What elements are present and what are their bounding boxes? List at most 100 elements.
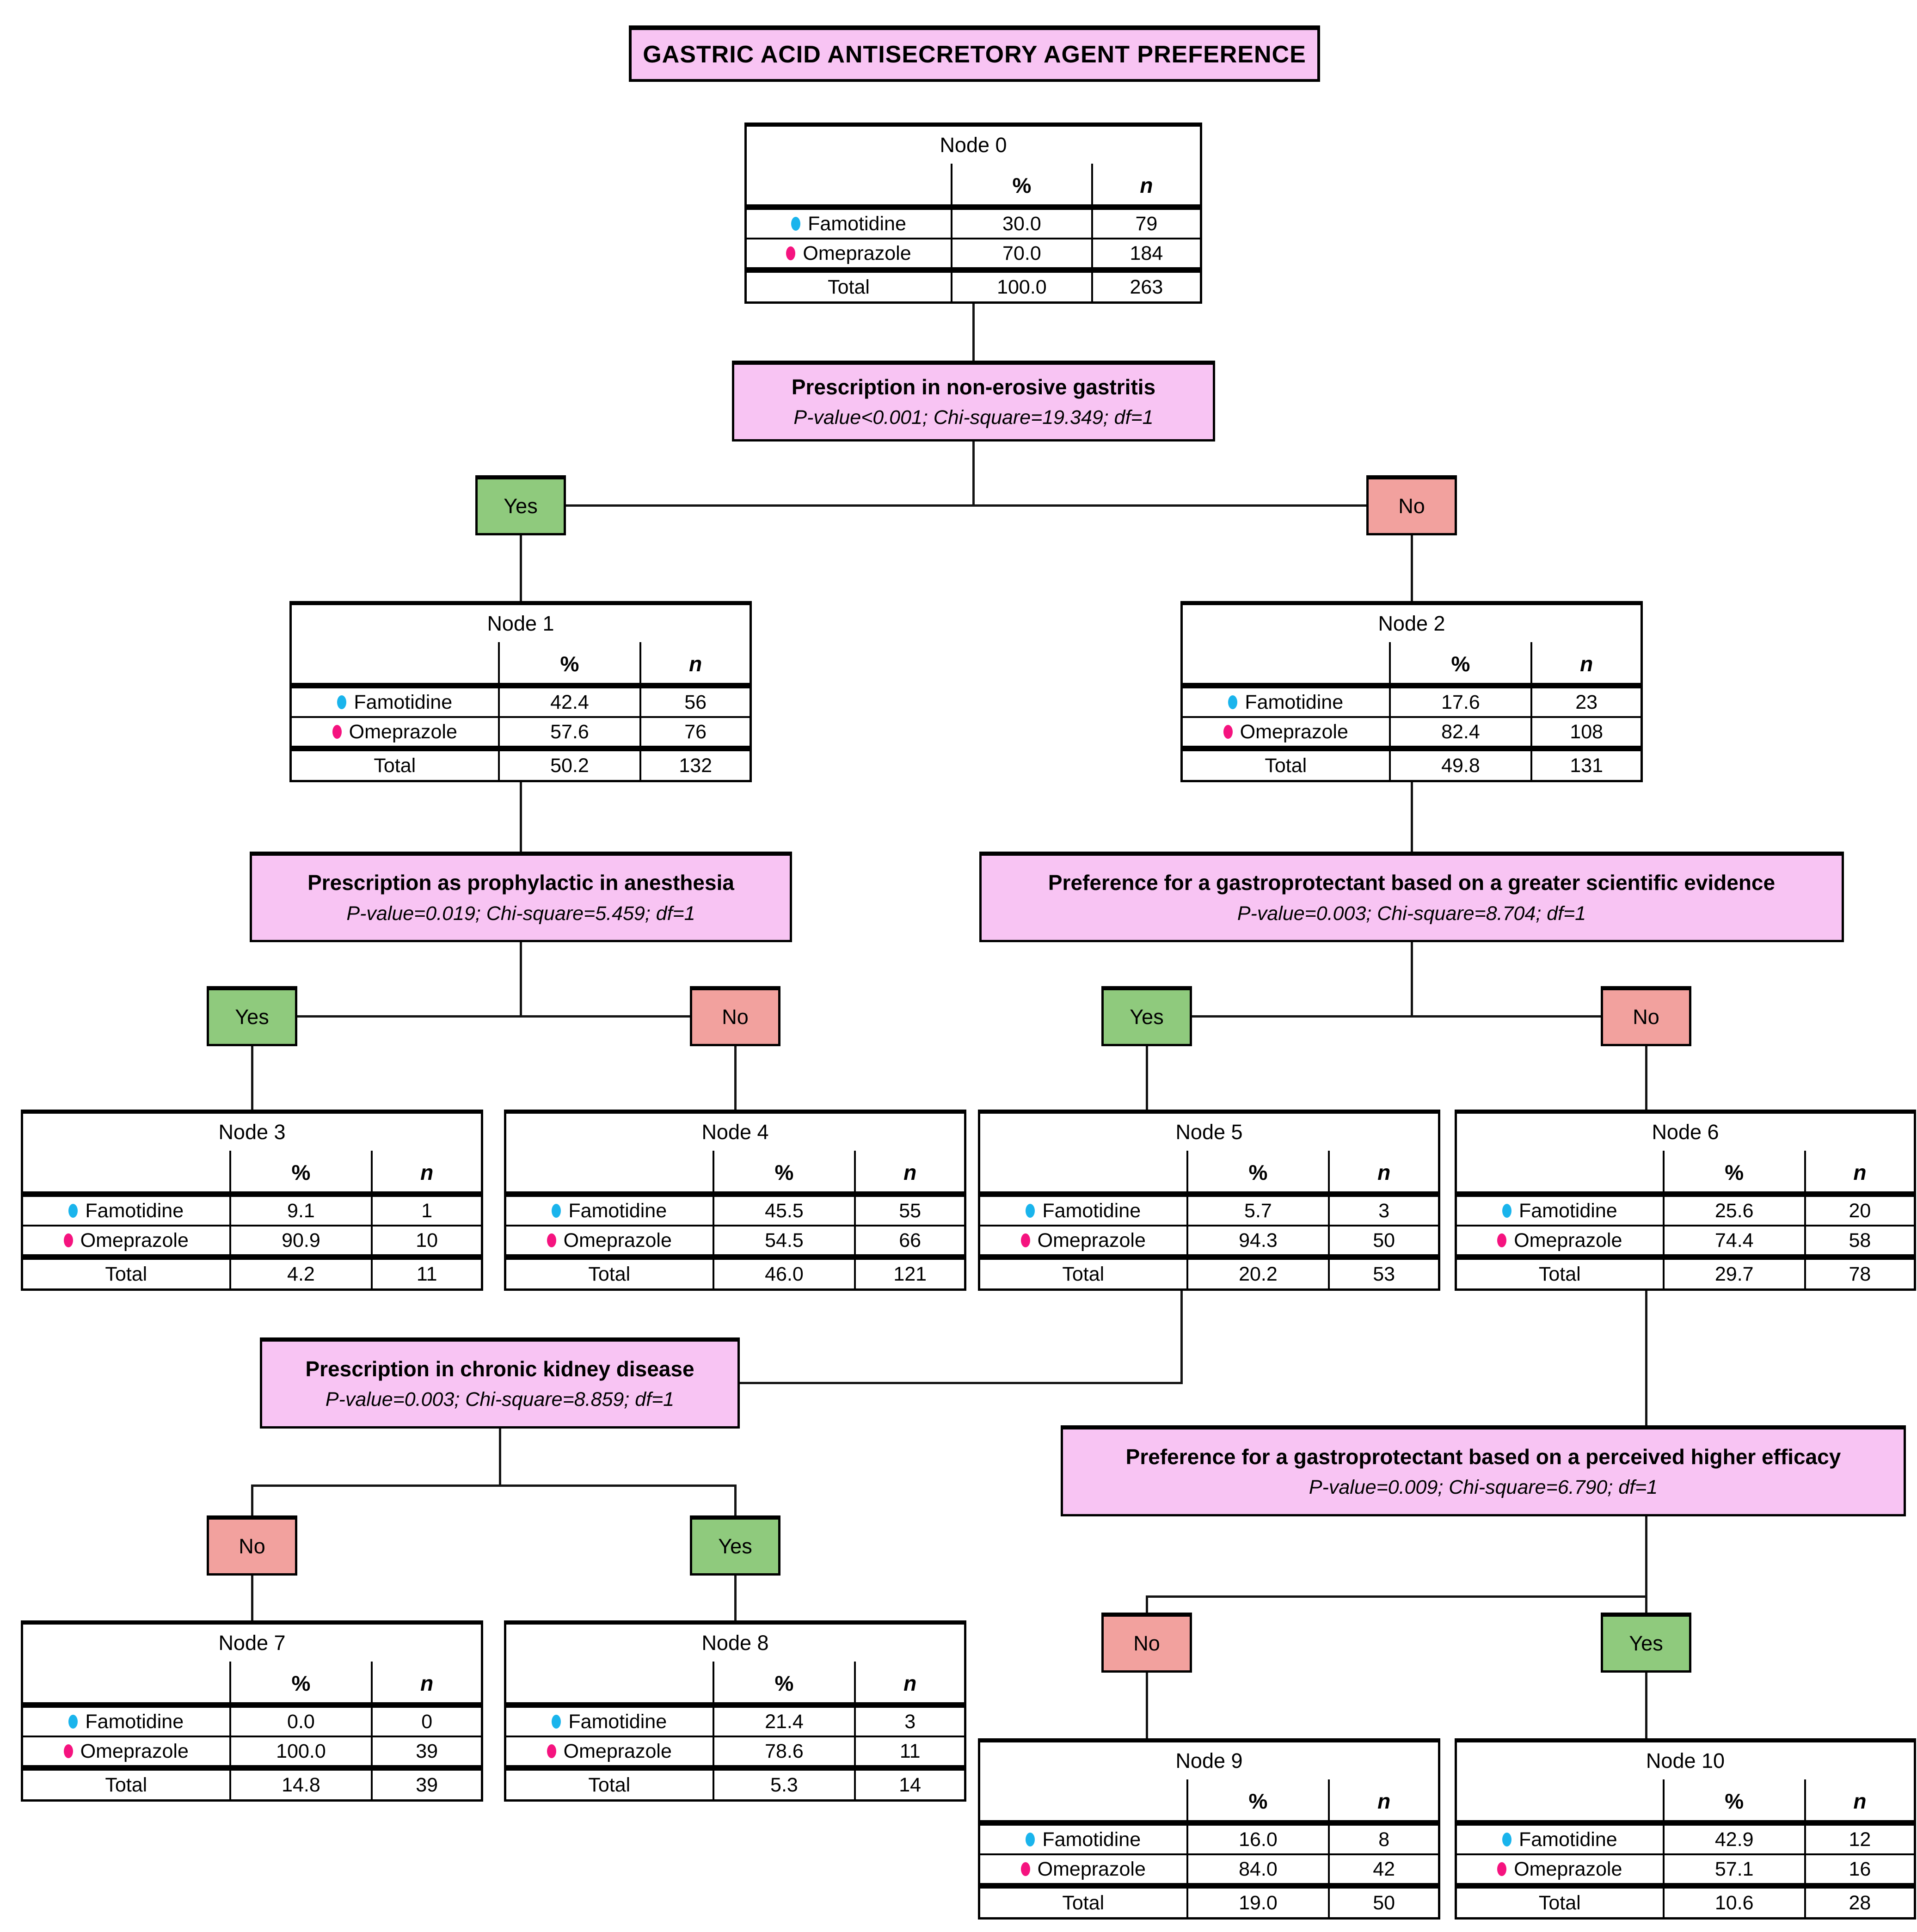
node-header-row: % n [980, 1779, 1438, 1826]
omeprazole-n: 42 [1328, 1855, 1438, 1883]
famotidine-pct: 5.7 [1186, 1197, 1328, 1225]
famotidine-dot-icon [1502, 1833, 1511, 1846]
connector-line [739, 1382, 1183, 1384]
omeprazole-pct: 54.5 [712, 1227, 854, 1254]
omeprazole-row: Omeprazole 57.6 76 [292, 716, 750, 746]
connector-line [1411, 534, 1413, 603]
total-label: Total [374, 754, 416, 777]
header-n: n [1328, 1151, 1438, 1191]
node-title: Node 1 [487, 612, 554, 635]
omeprazole-row: Omeprazole 82.4 108 [1183, 716, 1641, 746]
omeprazole-row: Omeprazole 70.0 184 [747, 238, 1200, 267]
omeprazole-row: Omeprazole 90.9 10 [23, 1225, 481, 1254]
omeprazole-pct: 74.4 [1662, 1227, 1804, 1254]
omeprazole-label-cell: Omeprazole [1457, 1855, 1663, 1883]
node-title: Node 4 [701, 1120, 769, 1144]
famotidine-label-cell: Famotidine [506, 1197, 713, 1225]
total-n: 14 [854, 1771, 964, 1799]
omeprazole-n: 76 [639, 718, 750, 746]
split-question: Preference for a gastroprotectant based … [1048, 871, 1776, 895]
omeprazole-label-cell: Omeprazole [1183, 718, 1389, 746]
branch-yes-anesthesia: Yes [207, 986, 297, 1046]
node-4-table: Node 4 % n Famotidine 45.5 55 Omeprazole… [504, 1110, 966, 1291]
omeprazole-label: Omeprazole [1514, 1858, 1622, 1880]
omeprazole-n: 58 [1804, 1227, 1914, 1254]
node-title: Node 9 [1175, 1749, 1243, 1773]
branch-no-anesthesia: No [690, 986, 780, 1046]
connector-line [1645, 1289, 1647, 1428]
connector-line [972, 439, 975, 506]
famotidine-label: Famotidine [1042, 1828, 1141, 1851]
famotidine-label-cell: Famotidine [1457, 1826, 1663, 1853]
total-row: Total 19.0 50 [980, 1883, 1438, 1917]
header-n: n [1328, 1779, 1438, 1820]
famotidine-n: 12 [1804, 1826, 1914, 1853]
famotidine-label: Famotidine [1518, 1199, 1617, 1222]
famotidine-n: 3 [1328, 1197, 1438, 1225]
omeprazole-dot-icon [1497, 1233, 1507, 1247]
famotidine-row: Famotidine 21.4 3 [506, 1708, 964, 1736]
famotidine-row: Famotidine 9.1 1 [23, 1197, 481, 1225]
omeprazole-pct: 57.1 [1662, 1855, 1804, 1883]
omeprazole-dot-icon [1020, 1862, 1030, 1876]
node-10-table: Node 10 % n Famotidine 42.9 12 Omeprazol… [1455, 1738, 1916, 1920]
header-n: n [854, 1151, 964, 1191]
famotidine-pct: 9.1 [229, 1197, 371, 1225]
famotidine-label: Famotidine [1245, 691, 1344, 713]
omeprazole-label-cell: Omeprazole [1457, 1227, 1663, 1254]
header-percent: % [712, 1662, 854, 1702]
omeprazole-label-cell: Omeprazole [23, 1227, 229, 1254]
header-empty-cell [23, 1662, 229, 1702]
node-header-row: % n [506, 1662, 964, 1708]
omeprazole-n: 184 [1091, 239, 1200, 267]
connector-line [1411, 780, 1413, 853]
omeprazole-pct: 100.0 [229, 1737, 371, 1765]
famotidine-row: Famotidine 30.0 79 [747, 210, 1200, 238]
total-pct: 100.0 [951, 273, 1091, 301]
header-percent: % [1186, 1779, 1328, 1820]
connector-line [1146, 1045, 1148, 1112]
node-title: Node 7 [218, 1631, 286, 1655]
total-label: Total [105, 1263, 147, 1285]
omeprazole-label-cell: Omeprazole [980, 1855, 1186, 1883]
famotidine-dot-icon [337, 695, 347, 709]
node-header-row: % n [1457, 1151, 1914, 1197]
header-percent: % [229, 1151, 371, 1191]
node-7-table: Node 7 % n Famotidine 0.0 0 Omeprazole 1… [21, 1620, 483, 1802]
connector-line [1191, 1015, 1602, 1018]
total-pct: 50.2 [498, 751, 640, 780]
split-stats: P-value=0.019; Chi-square=5.459; df=1 [346, 902, 695, 925]
omeprazole-pct: 90.9 [229, 1227, 371, 1254]
omeprazole-label: Omeprazole [80, 1740, 189, 1762]
total-pct: 29.7 [1662, 1260, 1804, 1288]
famotidine-dot-icon [1026, 1833, 1035, 1846]
famotidine-pct: 0.0 [229, 1708, 371, 1736]
header-empty-cell [980, 1779, 1186, 1820]
header-percent: % [1662, 1779, 1804, 1820]
node-3-table: Node 3 % n Famotidine 9.1 1 Omeprazole 9… [21, 1110, 483, 1291]
omeprazole-row: Omeprazole 74.4 58 [1457, 1225, 1914, 1254]
famotidine-label-cell: Famotidine [23, 1708, 229, 1736]
famotidine-n: 8 [1328, 1826, 1438, 1853]
node-title: Node 5 [1175, 1120, 1243, 1144]
total-n: 131 [1530, 751, 1641, 780]
node-header-row: % n [23, 1662, 481, 1708]
omeprazole-label: Omeprazole [563, 1740, 672, 1762]
header-empty-cell [980, 1151, 1186, 1191]
node-header-row: % n [1183, 642, 1641, 688]
total-row: Total 4.2 11 [23, 1254, 481, 1288]
total-row: Total 10.6 28 [1457, 1883, 1914, 1917]
node-header-row: % n [747, 164, 1200, 210]
connector-line [520, 940, 522, 1017]
famotidine-row: Famotidine 45.5 55 [506, 1197, 964, 1225]
omeprazole-pct: 78.6 [712, 1737, 854, 1765]
header-n: n [639, 642, 750, 683]
omeprazole-dot-icon [786, 246, 796, 260]
famotidine-n: 23 [1530, 688, 1641, 716]
total-pct: 10.6 [1662, 1889, 1804, 1917]
node-header-row: % n [980, 1151, 1438, 1197]
omeprazole-label-cell: Omeprazole [747, 239, 951, 267]
famotidine-row: Famotidine 42.4 56 [292, 688, 750, 716]
split-box-scientific-evidence: Preference for a gastroprotectant based … [979, 852, 1844, 942]
